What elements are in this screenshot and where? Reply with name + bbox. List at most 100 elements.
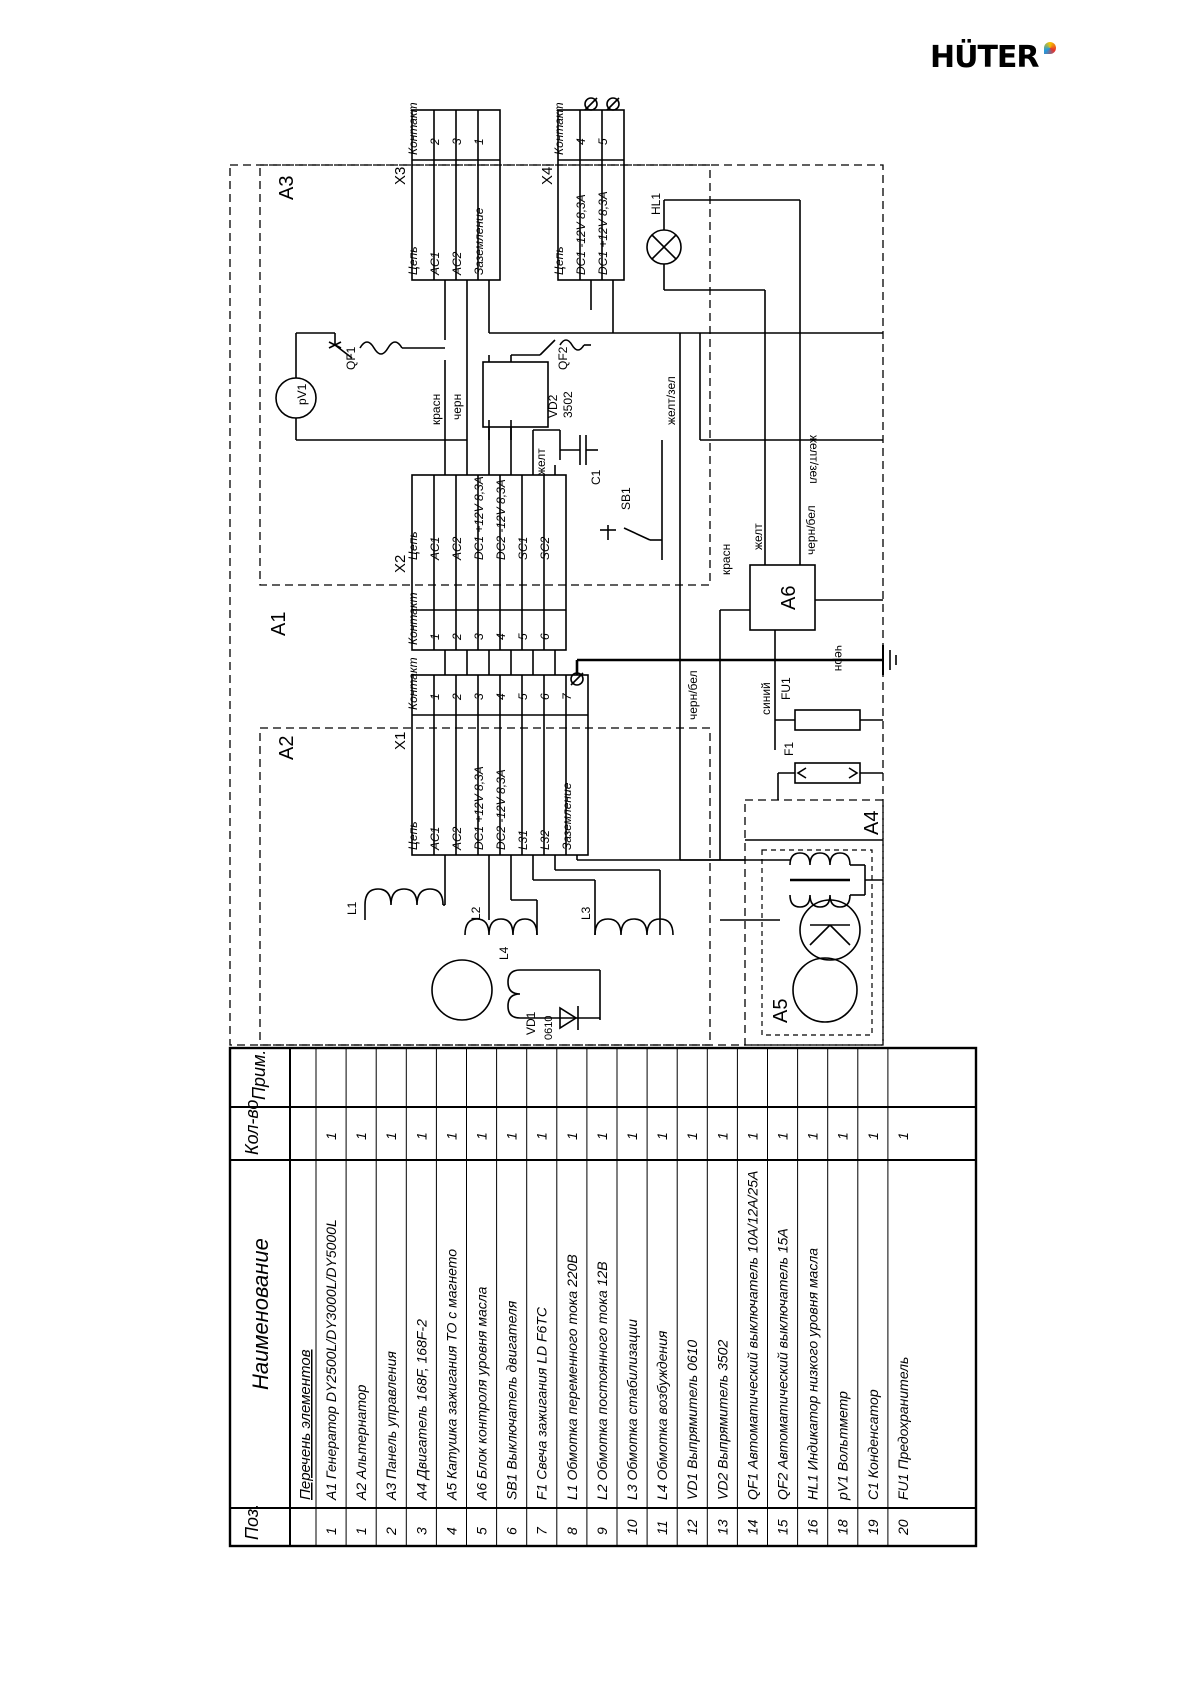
block-a3-label: A3 <box>276 176 298 200</box>
x4-cell: 5 <box>596 138 610 145</box>
x2-cell: 4 <box>494 633 508 640</box>
table-cell-pos: 15 <box>775 1519 791 1535</box>
wire-label-chern-2: черн <box>832 645 846 671</box>
table-cell-name: A3 Панель управления <box>383 1351 399 1501</box>
winding-l2 <box>464 855 538 936</box>
table-cell-pos: 2 <box>383 1527 399 1536</box>
table-cell-pos: 3 <box>413 1527 429 1535</box>
x2-header-0: Контакт <box>406 592 420 645</box>
x1-cell: 2 <box>450 693 464 701</box>
x2-title: X2 <box>392 555 409 573</box>
table-cell-pos: 14 <box>744 1519 760 1535</box>
qf1-label: QF1 <box>344 346 358 370</box>
table-cell-name: HL1 Индикатор низкого уровня масла <box>805 1248 821 1500</box>
wires-x2-up <box>444 360 561 475</box>
table-cell-qty: 1 <box>684 1132 700 1140</box>
block-a1-label: A1 <box>268 612 290 636</box>
capacitor-c1 <box>560 435 598 465</box>
table-cell-name: SB1 Выключатель двигателя <box>504 1300 520 1500</box>
table-cell-qty: 1 <box>594 1132 610 1140</box>
table-cell-name: L3 Обмотка стабилизации <box>624 1319 640 1500</box>
x2-cell: AC1 <box>428 537 442 561</box>
table-cell-pos: 1 <box>323 1527 339 1535</box>
x3-header-0: Цепь <box>406 246 420 275</box>
table-cell-pos: 16 <box>805 1519 821 1535</box>
x1-cell: AC1 <box>428 827 442 851</box>
wire-label-krasn-2: красн <box>719 544 733 575</box>
huter-logo: HÜTER <box>930 40 1070 80</box>
connector-x2 <box>411 474 567 651</box>
x1-cell: 7 <box>560 692 574 700</box>
parts-list-table: Поз. Наименование Кол-во Прим. Перечень … <box>228 1046 978 1548</box>
table-cell-pos: 10 <box>624 1519 640 1535</box>
wire-label-siniy: синий <box>759 682 773 715</box>
table-cell-pos: 5 <box>474 1527 490 1535</box>
table-cell-name: pV1 Вольтметр <box>835 1391 851 1501</box>
table-cell-name: A4 Двигатель 168F, 168F-2 <box>413 1319 429 1501</box>
table-cell-pos: 19 <box>865 1519 881 1535</box>
x1-cell: 5 <box>516 693 530 700</box>
table-cell-qty: 1 <box>865 1132 881 1140</box>
table-cell-qty: 1 <box>714 1132 730 1140</box>
block-a5-label: A5 <box>770 999 792 1023</box>
table-cell-qty: 1 <box>504 1132 520 1140</box>
lamp-hl1 <box>646 199 801 560</box>
ground-symbol <box>575 645 897 675</box>
x2-cell: 1 <box>428 633 442 640</box>
table-cell-name: QF1 Автоматический выключатель 10A/12A/2… <box>744 1171 760 1500</box>
table-cell-pos: 1 <box>353 1527 369 1535</box>
table-cell-pos: 12 <box>684 1519 700 1535</box>
x1-cell: DC1 +12V 8,3A <box>472 766 486 850</box>
x3-title: X3 <box>392 167 409 185</box>
wire-label-chern-1: черн <box>450 394 464 420</box>
x1-cell: L32 <box>538 830 552 850</box>
x3-cell: AC1 <box>428 252 442 276</box>
l3-label: L3 <box>579 906 593 920</box>
table-cell-qty: 1 <box>744 1132 760 1140</box>
vd1-label: VD1 <box>524 1011 538 1035</box>
table-cell-name: L2 Обмотка постоянного тока 12В <box>594 1261 610 1500</box>
pv1-label: pV1 <box>295 383 309 405</box>
table-cell-qty: 1 <box>775 1132 791 1140</box>
connector-x1 <box>411 672 589 856</box>
table-cell-pos: 7 <box>534 1526 550 1535</box>
table-cell-qty: 1 <box>805 1132 821 1140</box>
x1-title: X1 <box>392 732 409 750</box>
table-cell-name: F1 Свеча зажигания LD F6TC <box>534 1306 550 1500</box>
col-header-name: Наименование <box>248 1238 273 1390</box>
table-cell-name: VD1 Выпрямитель 0610 <box>684 1340 700 1500</box>
table-cell-pos: 6 <box>504 1527 520 1535</box>
table-cell-qty: 1 <box>413 1132 429 1140</box>
col-header-note: Прим. <box>249 1050 269 1100</box>
x1-cell: DC2 -12V 8,3A <box>494 769 508 850</box>
x3-cell: Заземление <box>472 207 486 275</box>
wire-label-zhelt-1: желт <box>534 448 548 475</box>
table-cell-pos: 9 <box>594 1527 610 1535</box>
x2-cell: DC1 +12V 8,3A <box>472 476 486 560</box>
l2-label: L2 <box>469 906 483 920</box>
block-a6-label: A6 <box>778 586 800 610</box>
table-cell-pos: 20 <box>895 1519 911 1536</box>
x1-cell: 1 <box>428 693 442 700</box>
table-cell-qty: 1 <box>353 1132 369 1140</box>
vd2-label: VD2 <box>546 394 560 418</box>
table-cell-qty: 1 <box>624 1132 640 1140</box>
block-a4-boundary <box>744 799 884 1046</box>
x4-title: X4 <box>539 167 556 185</box>
col-header-qty: Кол-во <box>242 1100 262 1155</box>
diode-vd1 <box>540 1006 600 1030</box>
x1-header-0: Цепь <box>406 821 420 850</box>
x2-cell: SC2 <box>538 536 552 560</box>
x2-cell: AC2 <box>450 536 464 561</box>
block-a3-boundary <box>259 164 711 586</box>
table-cell-pos: 11 <box>654 1520 670 1535</box>
vd2-code: 3502 <box>561 391 575 418</box>
table-cell-pos: 4 <box>443 1527 459 1535</box>
x3-cell: 1 <box>472 138 486 145</box>
x2-cell: 3 <box>472 633 486 640</box>
x1-cell: Заземление <box>560 782 574 850</box>
x1-cell: L31 <box>516 830 530 850</box>
